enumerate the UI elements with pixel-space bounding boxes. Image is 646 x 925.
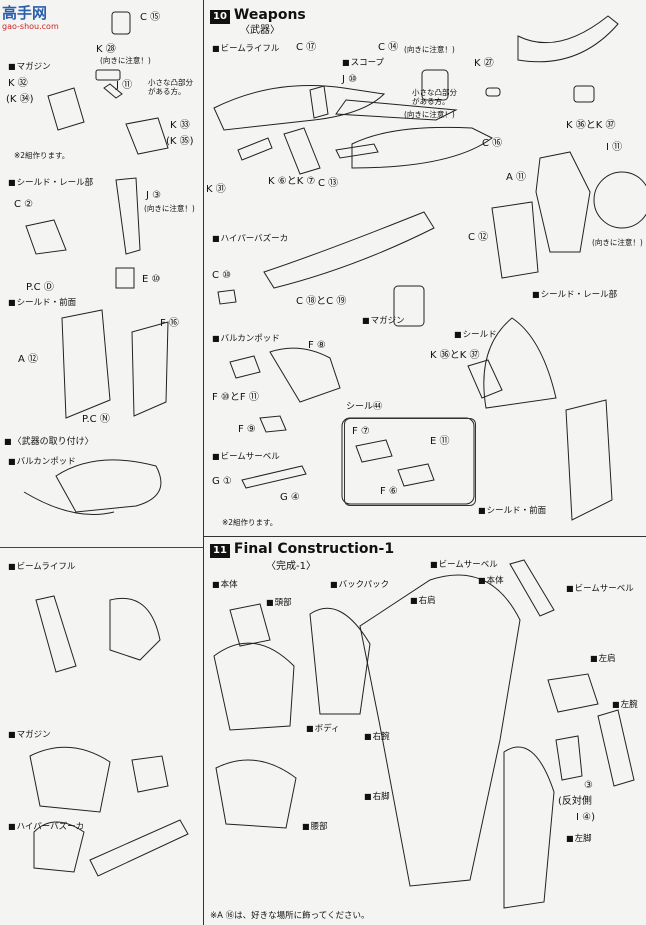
weapons-beam-saber: ビームサーベル — [212, 452, 280, 462]
final-left-shoulder: 左肩 — [590, 654, 616, 664]
weapons-magazine: マガジン — [362, 316, 405, 326]
label-k27: K ㉗ — [474, 58, 494, 69]
final-beam-saber2: ビームサーベル — [566, 584, 634, 594]
weapons-scope: スコープ — [342, 58, 385, 68]
section-divider — [203, 536, 646, 537]
label-f6: F ⑥ — [380, 486, 398, 497]
weapons-title: Weapons — [233, 7, 306, 23]
note-dir-weapons: (向きに注意！) — [404, 110, 455, 119]
label-c15: C ⑮ — [140, 12, 161, 23]
final-title: Final Construction-1 — [233, 541, 395, 557]
final-right-shoulder: 右肩 — [410, 596, 436, 606]
section-magazine: マガジン — [8, 62, 51, 72]
label-seal: シール㊹ — [346, 402, 383, 412]
weapons-shield: シールド — [454, 330, 497, 340]
final-backpack: バックパック — [330, 580, 390, 590]
label-k31: K ㉛ — [206, 184, 226, 195]
weapons-beam-rifle: ビームライフル — [212, 44, 280, 54]
final-right-leg: 右脚 — [364, 792, 390, 802]
label-pcd: P.C Ⓓ — [26, 282, 54, 293]
watermark-url: gao-shou.com — [2, 22, 59, 31]
weapons-shield-front: シールド・前面 — [478, 506, 547, 516]
note-hollow-left: 小さな凸部分 がある方。 — [148, 78, 193, 96]
label-c2: C ② — [14, 199, 34, 210]
note-two-sets-weapons: ※2組作ります。 — [222, 518, 278, 527]
final-head: 頭部 — [266, 598, 292, 608]
step-11-number: 11 — [210, 544, 230, 558]
label-i11: I ⑪ — [606, 142, 623, 153]
label-c16: C ⑯ — [482, 138, 503, 149]
label-j11: J ⑪ — [116, 80, 133, 91]
label-k36-37-top: K ㊱とK ㊲ — [566, 120, 616, 131]
note-c14: (向きに注意！) — [404, 45, 455, 54]
label-c10: C ⑩ — [212, 270, 232, 281]
label-c12: C ⑫ — [468, 232, 489, 243]
note-k28: (向きに注意！) — [100, 56, 151, 65]
label-f10-11: F ⑩とF ⑪ — [212, 392, 259, 403]
final-beam-saber: ビームサーベル — [430, 560, 498, 570]
heading-attach: 〈武器の取り付け〉 — [4, 437, 94, 447]
label-a12: A ⑫ — [18, 354, 39, 365]
label-c17: C ⑰ — [296, 42, 317, 53]
note-j3: (向きに注意！) — [144, 204, 195, 213]
section-rail: シールド・レール部 — [8, 178, 94, 188]
label-k32: K ㉜ — [8, 78, 28, 89]
watermark-logo: 高手网 gao-shou.com — [2, 2, 72, 42]
weapons-hyper-bazooka: ハイパーバズーカ — [212, 234, 289, 244]
label-f9: F ⑨ — [238, 424, 256, 435]
section-magazine2: マガジン — [8, 730, 51, 740]
detail-box — [344, 418, 476, 506]
section-hyper-bazooka: ハイパーバズーカ — [8, 822, 85, 832]
weapons-rail-part: シールド・レール部 — [532, 290, 618, 300]
label-k35: (K ㉟) — [166, 136, 194, 147]
final-opposite: (反対側 — [558, 796, 592, 807]
column-divider — [203, 0, 204, 925]
label-g4: G ④ — [280, 492, 300, 503]
label-f7: F ⑦ — [352, 426, 370, 437]
label-k33: K ㉝ — [170, 120, 190, 131]
final-number-3: ③ — [584, 780, 593, 791]
section-vulcan: バルカンポッド — [8, 457, 76, 467]
section-beam-rifle: ビームライフル — [8, 562, 76, 572]
label-j3: J ③ — [146, 190, 162, 201]
final-i4: I ④) — [576, 812, 595, 823]
label-k36-37-mid: K ㊱とK ㊲ — [430, 350, 480, 361]
step-10-number: 10 — [210, 10, 230, 24]
final-right-arm: 右腕 — [364, 732, 390, 742]
label-c14: C ⑭ — [378, 42, 399, 53]
label-f8: F ⑧ — [308, 340, 326, 351]
watermark-title: 高手网 — [2, 4, 48, 22]
note-hollow-weapons: 小さな凸部分 がある方。 — [412, 88, 457, 106]
label-pcn: P.C Ⓝ — [82, 414, 110, 425]
final-subtitle: 〈完成-1〉 — [266, 561, 316, 572]
label-c18-19: C ⑱とC ⑲ — [296, 296, 347, 307]
note-dir2: (向きに注意！) — [592, 238, 643, 247]
weapons-vulcan-pod: バルカンポッド — [212, 334, 280, 344]
label-g1: G ① — [212, 476, 232, 487]
label-j10: J ⑩ — [342, 74, 358, 85]
final-waist: 腰部 — [302, 822, 328, 832]
label-e10: E ⑩ — [142, 274, 161, 285]
final-body: 本体 — [212, 580, 238, 590]
label-c13: C ⑬ — [318, 178, 339, 189]
final-body-torso: ボディ — [306, 724, 340, 734]
label-e11: E ⑪ — [430, 436, 450, 447]
label-k28: K ㉘ — [96, 44, 116, 55]
final-footnote: ※A ⑯は、好きな場所に飾ってください。 — [210, 911, 370, 921]
final-body2: 本体 — [478, 576, 504, 586]
final-left-arm: 左腕 — [612, 700, 638, 710]
label-f16: F ⑯ — [160, 318, 179, 329]
final-left-leg: 左脚 — [566, 834, 592, 844]
label-k34: (K ㉞) — [6, 94, 34, 105]
label-a11: A ⑪ — [506, 172, 527, 183]
label-k6-7: K ⑥とK ⑦ — [268, 176, 316, 187]
section-shield-front: シールド・前面 — [8, 298, 77, 308]
weapons-subtitle: 〈武器〉 — [240, 25, 280, 36]
left-divider — [0, 547, 203, 548]
note-two-sets-left: ※2組作ります。 — [14, 151, 70, 160]
